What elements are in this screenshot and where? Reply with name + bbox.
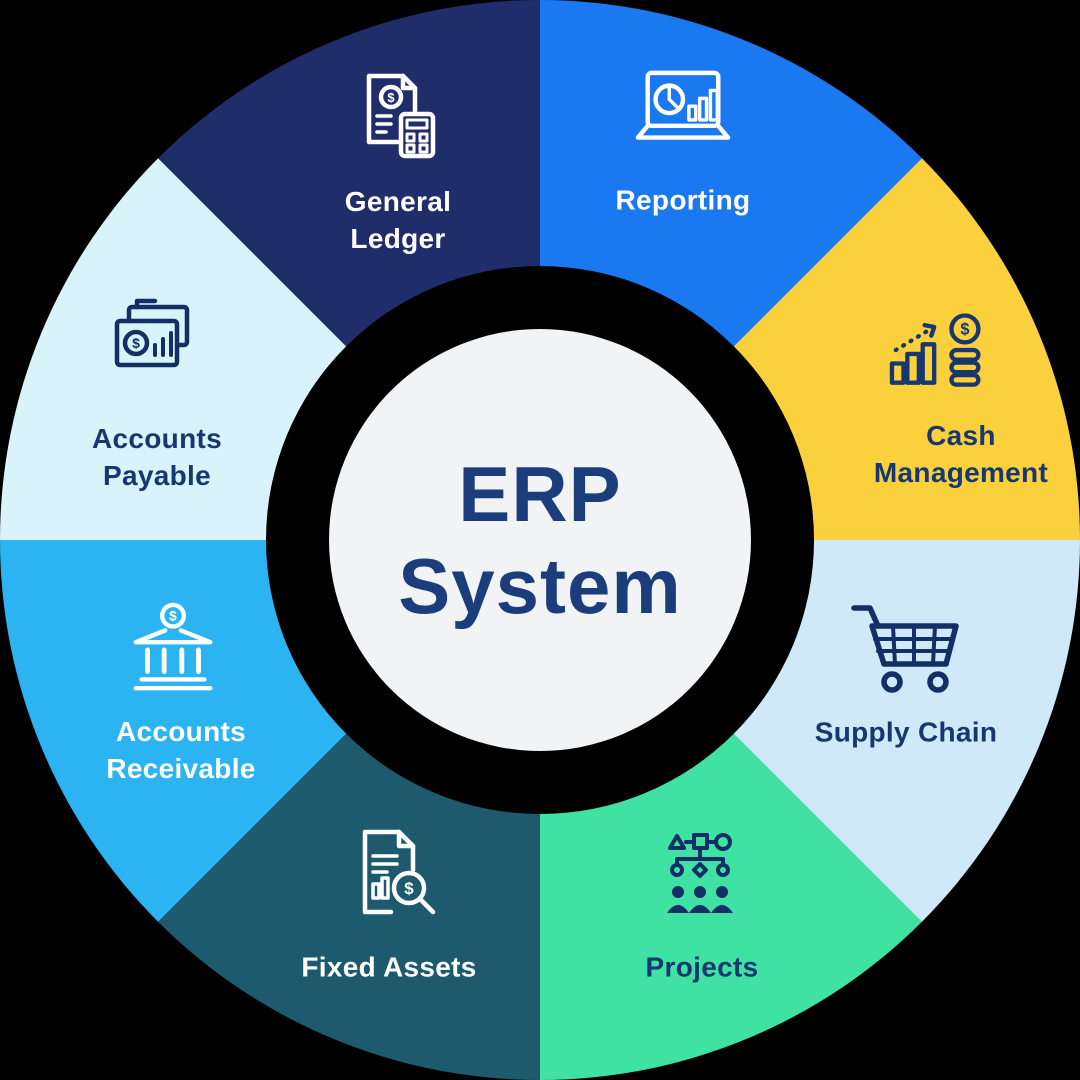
label-line: Fixed Assets (301, 951, 477, 983)
segment-label-projects: Projects (646, 950, 759, 987)
segment-label-cash-management: Cash Management (874, 418, 1048, 492)
document-audit-magnifier-icon: $ (339, 826, 443, 926)
label-line: Supply Chain (814, 716, 998, 748)
segment-label-supply-chain: Supply Chain (815, 715, 998, 752)
segment-label-accounts-receivable: Accounts Receivable (106, 714, 255, 788)
segment-label-fixed-assets: Fixed Assets (301, 950, 476, 987)
label-line: Cash (926, 420, 996, 452)
svg-text:$: $ (387, 90, 395, 105)
label-line: Accounts (116, 716, 246, 748)
label-line: Receivable (106, 753, 256, 784)
bank-coin-icon: $ (123, 601, 223, 699)
svg-text:$: $ (960, 321, 969, 339)
diagram-title: ERP System (398, 448, 682, 632)
label-line: Reporting (615, 184, 751, 216)
segment-label-accounts-payable: Accounts Payable (92, 421, 222, 495)
svg-text:$: $ (132, 335, 140, 351)
coins-growth-chart-icon: $ (886, 304, 992, 400)
svg-text:$: $ (169, 609, 177, 624)
team-org-chart-icon (648, 826, 752, 926)
center-circle: ERP System (329, 329, 751, 751)
ledger-calculator-icon: $ (347, 70, 447, 164)
label-line: Accounts (92, 423, 222, 455)
title-line: System (398, 542, 682, 630)
svg-text:$: $ (404, 879, 414, 898)
laptop-analytics-icon (624, 67, 742, 165)
shopping-cart-icon (849, 598, 961, 698)
label-line: Projects (645, 951, 759, 983)
label-line: General (344, 186, 452, 218)
label-line: Management (873, 457, 1049, 488)
title-line: ERP (458, 449, 622, 538)
label-line: Payable (103, 460, 211, 491)
segment-label-general-ledger: General Ledger (345, 184, 451, 258)
invoice-folders-icon: $ (103, 295, 207, 387)
label-line: Ledger (350, 223, 446, 254)
segment-label-reporting: Reporting (616, 183, 751, 220)
